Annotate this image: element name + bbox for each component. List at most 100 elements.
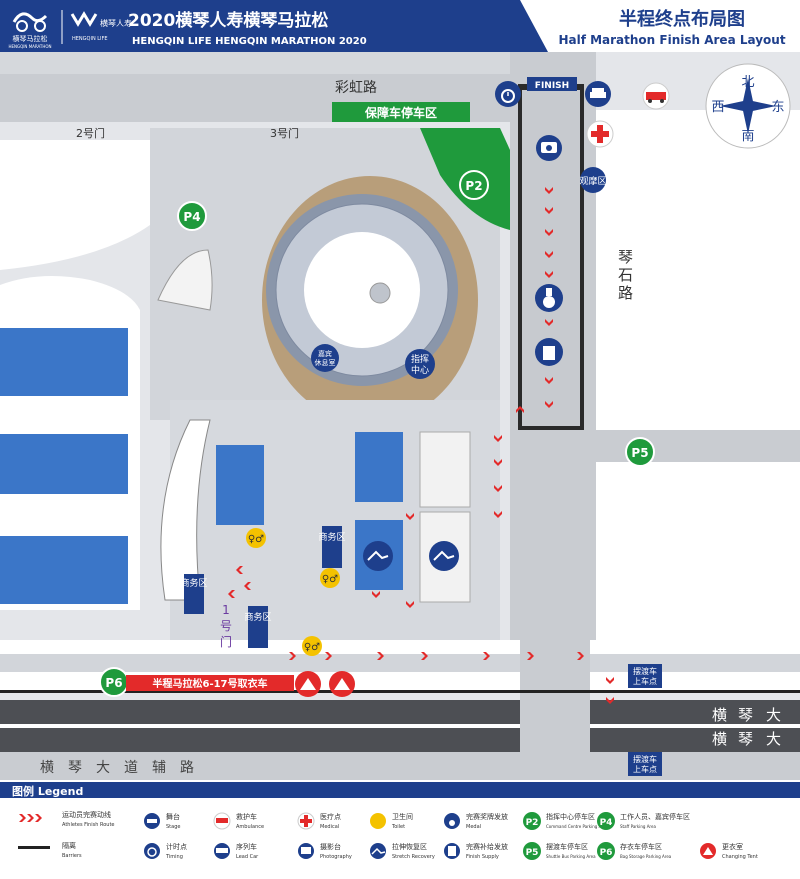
brand-en: HENGQIN LIFE xyxy=(72,36,108,42)
shuttle-point-1: 摆渡车 上车点 xyxy=(628,664,662,688)
compass-north: 北 xyxy=(741,75,754,90)
svg-text:Stretch Recovery: Stretch Recovery xyxy=(392,854,435,860)
tennis-courts xyxy=(0,328,128,604)
svg-text:摆渡车停车区: 摆渡车停车区 xyxy=(546,842,588,851)
shuttle2-label-2: 上车点 xyxy=(633,764,657,774)
avenue-label-4: 横 xyxy=(712,730,727,748)
svg-text:Medical: Medical xyxy=(320,824,339,830)
p5-label: P5 xyxy=(631,446,648,460)
brand-logo: 横琴人寿 HENGQIN LIFE xyxy=(70,11,132,42)
toilet-icon-3: ♀♂ xyxy=(302,636,322,656)
avenue-label-2: 琴 xyxy=(738,706,753,724)
business-label-1: 商务区 xyxy=(180,577,207,589)
svg-text:Stage: Stage xyxy=(166,824,180,830)
legend-stretch: 拉伸恢复区 Stretch Recovery xyxy=(370,842,435,860)
p6-marker: P6 xyxy=(99,667,129,697)
legend-route: 运动员完赛动线 Athletes Finish Route xyxy=(19,810,115,828)
service-parking-zone xyxy=(332,102,470,122)
compass-east: 东 xyxy=(771,100,784,115)
p2-label: P2 xyxy=(465,179,482,193)
qinshi-road-label-2: 石 xyxy=(618,266,633,284)
avenue-aux-label: 横 琴 大 道 辅 路 xyxy=(40,760,194,776)
svg-text:♀♂: ♀♂ xyxy=(304,642,320,653)
bag-truck-zone xyxy=(126,675,294,691)
legend-medical: 医疗点 Medical xyxy=(297,812,341,830)
qinshi-road-label-1: 琴 xyxy=(618,248,633,266)
event-title: 2020横琴人寿横琴马拉松 xyxy=(128,10,328,31)
legend-toilet: 卫生间 Toilet xyxy=(370,812,413,830)
svg-text:计时点: 计时点 xyxy=(166,842,187,851)
marathon-logo: 横琴马拉松 HENGQIN MARATHON xyxy=(8,12,52,49)
vip-label-2: 休息室 xyxy=(315,358,336,367)
svg-text:序列车: 序列车 xyxy=(236,842,257,851)
command-label-2: 中心 xyxy=(411,364,429,376)
layout-title: 半程终点布局图 xyxy=(619,8,745,30)
legend-p5: P5 摆渡车停车区 Shuttle Bus Parking Area xyxy=(523,842,596,860)
svg-text:舞台: 舞台 xyxy=(166,812,180,821)
viewing-area-badge: 观摩区 xyxy=(579,167,607,193)
legend-p2: P2 指挥中心停车区 Command Centre Parking Area xyxy=(523,812,608,830)
svg-text:医疗点: 医疗点 xyxy=(320,812,341,821)
svg-text:Command Centre Parking Area: Command Centre Parking Area xyxy=(546,824,608,829)
svg-text:指挥中心停车区: 指挥中心停车区 xyxy=(546,812,595,821)
svg-text:运动员完赛动线: 运动员完赛动线 xyxy=(62,810,111,819)
command-centre-badge: 指挥 中心 xyxy=(405,349,435,379)
business-zone-3: 商务区 xyxy=(244,606,272,648)
svg-text:P5: P5 xyxy=(526,848,539,858)
bag-truck-label: 半程马拉松6-17号取衣车 xyxy=(152,677,267,690)
shell-structure xyxy=(157,249,213,311)
avenue-label-1: 横 xyxy=(712,706,727,724)
svg-text:Ambulance: Ambulance xyxy=(236,824,264,830)
stretch-recovery-icon-2 xyxy=(429,541,459,571)
business-zone-1: 商务区 xyxy=(180,574,208,614)
svg-text:更衣室: 更衣室 xyxy=(722,842,743,851)
finish-label: FINISH xyxy=(535,81,569,91)
p4-marker: P4 xyxy=(177,201,207,231)
avenue-label-6: 大 xyxy=(766,730,781,748)
gate1-label-1: 1 xyxy=(222,603,230,617)
p5-marker: P5 xyxy=(625,437,655,467)
changing-tent-icon-2 xyxy=(329,671,355,697)
svg-text:完赛奖牌发放: 完赛奖牌发放 xyxy=(466,812,508,821)
avenue-label-3: 大 xyxy=(766,706,781,724)
p2-marker: P2 xyxy=(459,170,489,200)
svg-text:♀♂: ♀♂ xyxy=(248,534,264,545)
finish-banner xyxy=(527,77,577,91)
vip-label-1: 嘉宾 xyxy=(318,349,332,358)
gate1-label-3: 门 xyxy=(220,634,232,649)
svg-text:摄影台: 摄影台 xyxy=(320,842,341,851)
rainbow-road-label: 彩虹路 xyxy=(335,80,377,96)
svg-text:Finish Supply: Finish Supply xyxy=(466,854,499,860)
medal-icon xyxy=(535,284,563,312)
legend-p4: P4 工作人员、嘉宾停车区 Staff Parking Area xyxy=(597,812,690,830)
compass: 北 南 东 西 xyxy=(705,63,791,149)
shuttle-point-2: 摆渡车 上车点 xyxy=(628,752,662,776)
business-label-3: 商务区 xyxy=(244,611,271,623)
toilet-icon-2: ♀♂ xyxy=(320,568,340,588)
legend-stage: 舞台 Stage xyxy=(144,812,180,830)
legend-lead-car: 序列车 Lead Car xyxy=(214,842,259,860)
stretch-recovery-icon xyxy=(363,541,393,571)
shuttle2-label-1: 摆渡车 xyxy=(633,754,657,764)
gate1-label-2: 号 xyxy=(220,619,232,633)
svg-text:♀♂: ♀♂ xyxy=(322,574,338,585)
svg-text:Staff Parking Area: Staff Parking Area xyxy=(620,824,656,829)
logo-sub: HENGQIN MARATHON xyxy=(8,44,51,49)
viewing-area-label: 观摩区 xyxy=(579,175,606,187)
svg-text:完赛补给发放: 完赛补给发放 xyxy=(466,842,508,851)
svg-text:Changing Tent: Changing Tent xyxy=(722,854,758,860)
svg-text:Bag Storage Parking Area: Bag Storage Parking Area xyxy=(620,854,672,859)
legend-p6: P6 存衣车停车区 Bag Storage Parking Area xyxy=(597,842,672,860)
svg-text:卫生间: 卫生间 xyxy=(392,812,413,821)
legend-finish-supply: 完赛补给发放 Finish Supply xyxy=(444,842,508,860)
svg-text:Toilet: Toilet xyxy=(391,824,405,830)
svg-text:Photography: Photography xyxy=(320,854,352,860)
timing-icon xyxy=(495,81,521,107)
hengqin-avenue-aux xyxy=(0,752,800,780)
compass-south: 南 xyxy=(741,128,754,144)
p4-label: P4 xyxy=(183,210,200,224)
svg-text:Medal: Medal xyxy=(466,824,481,830)
shuttle1-label-1: 摆渡车 xyxy=(633,666,657,676)
svg-text:P4: P4 xyxy=(600,818,613,828)
